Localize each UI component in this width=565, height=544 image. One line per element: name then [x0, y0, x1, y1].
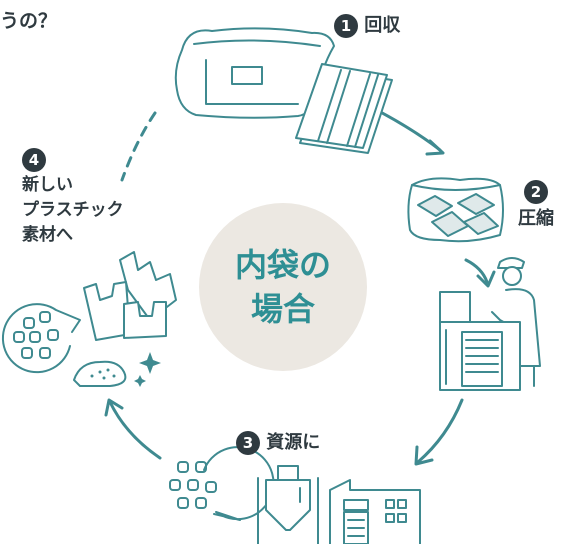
pellet-pile-icon	[73, 360, 127, 387]
center-title-line2: 場合	[250, 290, 315, 328]
sparkle-icon	[139, 352, 161, 374]
compressor-icon	[439, 291, 521, 391]
pellets-bubble-icon	[169, 446, 275, 521]
header-fragment: うの？	[0, 10, 58, 32]
step2-label: 2 圧縮	[510, 180, 562, 234]
new-bags-icon	[83, 251, 177, 341]
silo-icon	[257, 465, 319, 544]
step4-text-line3: 素材へ	[22, 225, 73, 245]
step3-label: 3 資源に	[236, 428, 320, 455]
factory-icon	[329, 479, 421, 544]
cycle-arrows	[104, 98, 464, 466]
bag-icon	[174, 27, 335, 119]
pellets-bubble-icon	[1, 303, 81, 374]
sheets-icon	[295, 63, 393, 154]
center-circle: 内袋の 場合	[199, 203, 367, 371]
step1-label: 1 回収	[334, 11, 400, 38]
step1-badge: 1	[334, 14, 358, 38]
step2-text: 圧縮	[518, 208, 554, 229]
step4-badge: 4	[22, 148, 46, 172]
center-title-line1: 内袋の	[234, 246, 331, 284]
step2-badge: 2	[524, 180, 548, 204]
step4-label: 4 新しい プラスチック 素材へ	[22, 148, 124, 248]
compressed-bags-icon	[407, 177, 504, 243]
step3-badge: 3	[236, 431, 260, 455]
step3-text: 資源に	[266, 432, 321, 453]
step1-text: 回収	[364, 15, 401, 36]
step4-text-line2: プラスチック	[22, 200, 124, 220]
step4-text-line1: 新しい	[22, 175, 73, 195]
press-arrow	[464, 258, 489, 284]
